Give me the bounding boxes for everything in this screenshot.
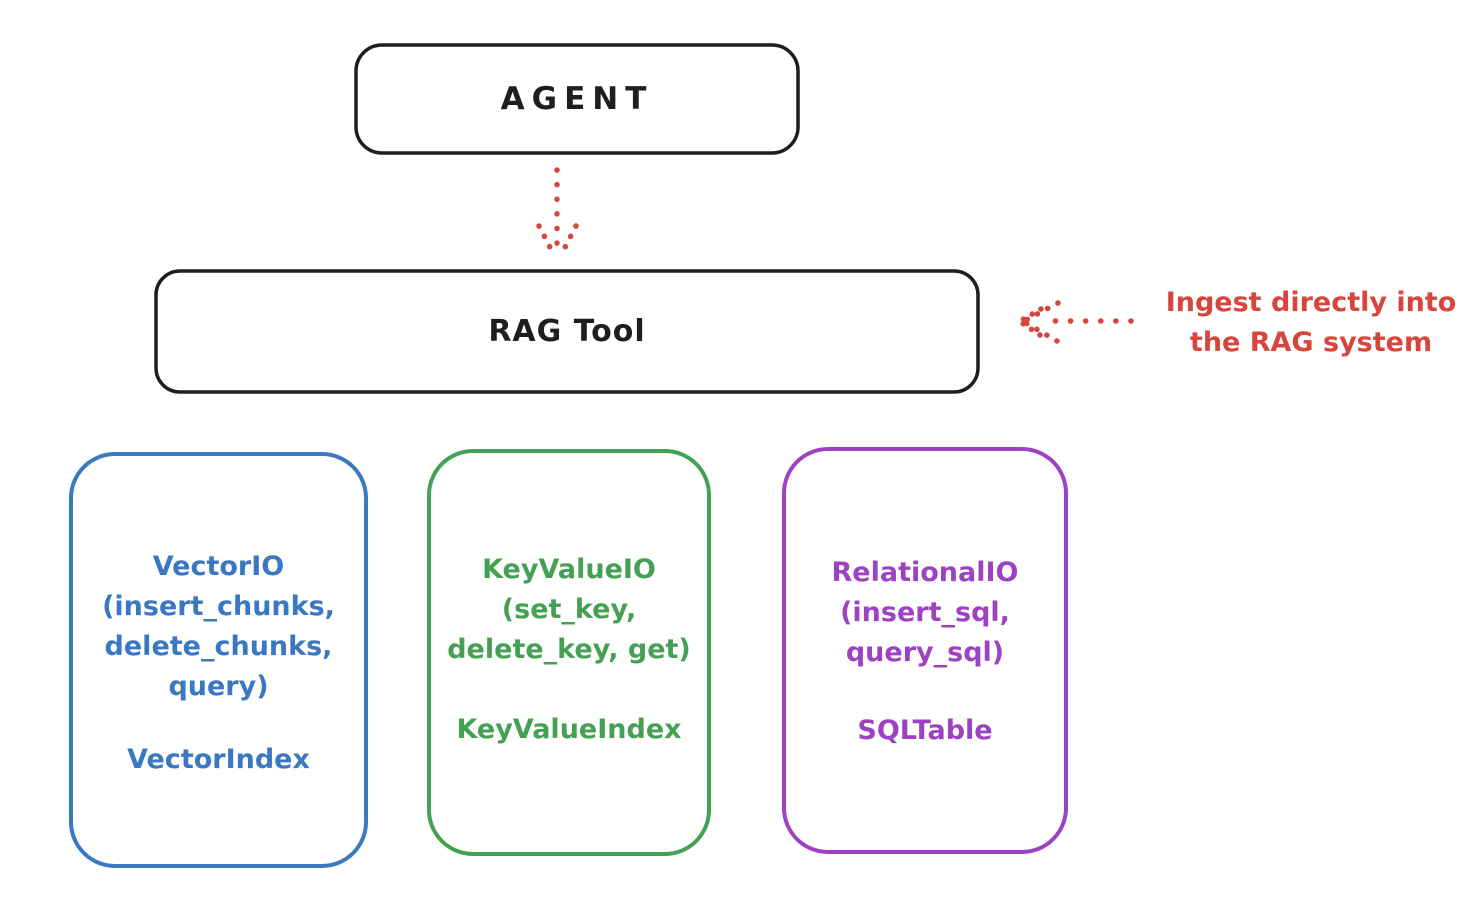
keyvalue-io-text: KeyValueIO (set_key, delete_key, get) Ke… [429,451,709,750]
relational-io-methods-line: query_sql) [845,637,1005,668]
rag-tool-label: RAG Tool [488,314,646,349]
vector-io-title: VectorIO [152,551,285,582]
vector-io-methods-line: delete_chunks, [104,631,333,662]
rag-tool-box-outline [154,269,980,394]
vector-io-text: VectorIO (insert_chunks, delete_chunks, … [71,454,366,780]
arrow-agent-to-rag [536,167,579,258]
relational-io-title: RelationalIO [831,557,1019,588]
relational-io-text: RelationalIO (insert_sql, query_sql) SQL… [784,449,1066,751]
ingest-annotation-line1: Ingest directly into [1165,287,1457,318]
relational-io-box-outline [782,447,1068,854]
relational-io-methods-line: (insert_sql, [840,597,1010,628]
ingest-annotation: Ingest directly into the RAG system [1138,283,1484,363]
keyvalue-io-title: KeyValueIO [482,554,656,585]
keyvalue-io-box-outline [427,449,711,856]
vector-io-methods-line: (insert_chunks, [102,591,335,622]
keyvalue-io-methods-line: (set_key, [501,594,637,625]
arrow-ingest-to-rag [1019,300,1134,344]
vector-io-box-outline [69,452,368,868]
agent-box-outline [354,43,800,155]
keyvalue-io-methods-line: delete_key, get) [447,634,691,665]
agent-label: AGENT [500,81,654,117]
keyvalue-io-index-label: KeyValueIndex [456,714,682,745]
relational-io-table-label: SQLTable [857,715,993,746]
vector-io-index-label: VectorIndex [127,744,310,775]
ingest-annotation-line2: the RAG system [1189,327,1433,358]
vector-io-methods-line: query) [168,671,269,702]
